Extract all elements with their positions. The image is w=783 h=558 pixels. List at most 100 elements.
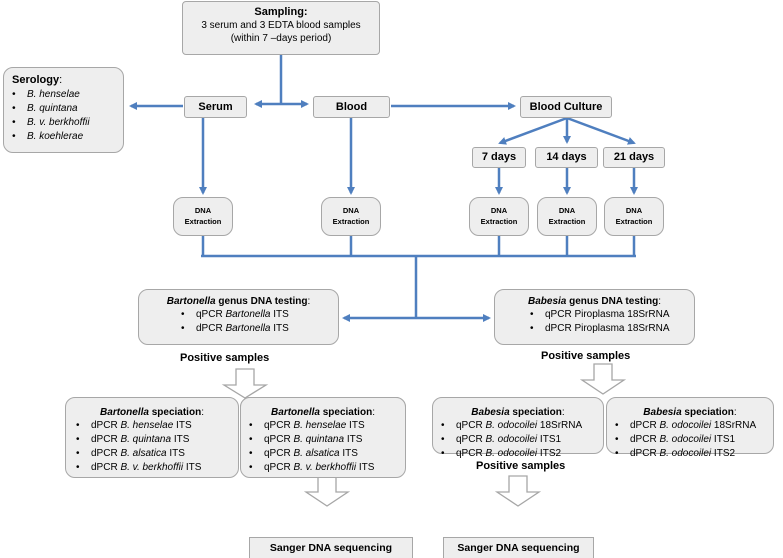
method-label: qPCR <box>456 448 486 459</box>
sanger-sequencing-bartonella: Sanger DNA sequencing <box>249 537 413 558</box>
serum-node: Serum <box>184 96 247 118</box>
positive-samples-babesia: Positive samples <box>541 350 631 362</box>
bartonella-speciation-dpcr-box: Bartonella speciation: dPCR B. henselae … <box>65 397 239 478</box>
bartonella-speciation-colon: : <box>372 407 375 418</box>
serology-item: B. koehlerae <box>10 130 123 144</box>
organism-label: B. odocoilei <box>485 434 538 445</box>
speciation-item: qPCR B. henselae ITS <box>247 419 405 433</box>
serology-title: Serology <box>12 74 60 86</box>
sampling-box: Sampling: 3 serum and 3 EDTA blood sampl… <box>182 1 380 55</box>
dna-label: DNA <box>342 206 360 215</box>
sampling-line2: (within 7 –days period) <box>230 33 332 44</box>
extraction-label: Extraction <box>548 217 586 226</box>
organism-label: B. v. berkhoffii <box>293 462 357 473</box>
method-label: dPCR <box>630 420 660 431</box>
bartonella-speciation-title: speciation <box>148 407 202 418</box>
babesia-speciation-qpcr-box: Babesia speciation: qPCR B. odocoilei 18… <box>432 397 604 461</box>
bartonella-speciation-colon: : <box>201 407 204 418</box>
target-label: 18SrRNA <box>711 420 757 431</box>
babesia-speciation-dpcr-box: Babesia speciation: dPCR B. odocoilei 18… <box>606 397 774 461</box>
target-label: ITS <box>339 448 358 459</box>
bartonella-testing-list: qPCR Bartonella ITS dPCR Bartonella ITS <box>179 308 338 336</box>
method-label: qPCR <box>264 448 294 459</box>
method-label: qPCR <box>264 434 294 445</box>
babesia-speciation-title: speciation <box>509 407 562 418</box>
bartonella-speciation-title: speciation <box>319 407 373 418</box>
target-label: ITS1 <box>537 434 562 445</box>
organism-label: B. alsatica <box>293 448 340 459</box>
organism-label: B. odocoilei <box>485 420 538 431</box>
target-label: ITS <box>270 309 289 320</box>
organism-label: Bartonella <box>225 309 271 320</box>
dna-extraction-14days: DNA Extraction <box>537 197 597 236</box>
target-label: ITS1 <box>711 434 736 445</box>
serology-list: B. henselae B. quintana B. v. berkhoffii… <box>10 88 123 144</box>
organism-label: B. odocoilei <box>659 448 712 459</box>
serology-colon: : <box>59 74 63 86</box>
speciation-item: dPCR B. odocoilei ITS1 <box>613 433 773 447</box>
outline-arrow-bartonella-positive <box>221 368 269 399</box>
blood-culture-node: Blood Culture <box>520 96 612 118</box>
organism-label: B. alsatica <box>120 448 167 459</box>
day21-node: 21 days <box>603 147 665 168</box>
speciation-item: dPCR B. quintana ITS <box>74 433 238 447</box>
bartonella-testing-colon: : <box>307 296 311 307</box>
method-label: qPCR <box>264 420 294 431</box>
serology-box: Serology: B. henselae B. quintana B. v. … <box>3 67 124 153</box>
target-label: ITS <box>173 420 192 431</box>
extraction-label: Extraction <box>332 217 370 226</box>
speciation-item: qPCR B. v. berkhoffii ITS <box>247 461 405 475</box>
babesia-speciation-colon: : <box>733 407 737 418</box>
babesia-testing-item: qPCR Piroplasma 18SrRNA <box>528 308 694 322</box>
day7-node: 7 days <box>472 147 526 168</box>
positive-samples-babesia-speciation: Positive samples <box>476 460 566 472</box>
bartonella-genus-label: Bartonella <box>166 296 216 307</box>
target-label: 18SrRNA <box>537 420 583 431</box>
target-label: ITS <box>183 462 202 473</box>
organism-label: B. odocoilei <box>659 434 712 445</box>
organism-label: B. henselae <box>293 420 347 431</box>
extraction-label: Extraction <box>480 217 518 226</box>
babesia-testing-title: genus DNA testing <box>566 296 659 307</box>
speciation-item: qPCR B. odocoilei ITS1 <box>439 433 603 447</box>
target-label: ITS <box>346 420 365 431</box>
babesia-testing-colon: : <box>658 296 661 307</box>
bartonella-speciation-dpcr-list: dPCR B. henselae ITS dPCR B. quintana IT… <box>74 419 238 475</box>
method-label: dPCR <box>91 448 121 459</box>
babesia-testing-list: qPCR Piroplasma 18SrRNA dPCR Piroplasma … <box>528 308 694 336</box>
organism-label: B. quintana <box>120 434 172 445</box>
extraction-label: Extraction <box>615 217 653 226</box>
babesia-speciation-genus: Babesia <box>471 407 510 418</box>
babesia-speciation-qpcr-list: qPCR B. odocoilei 18SrRNA qPCR B. odocoi… <box>439 419 603 461</box>
sanger-sequencing-babesia: Sanger DNA sequencing <box>443 537 594 558</box>
method-label: qPCR <box>196 309 226 320</box>
organism-label: B. henselae <box>120 420 174 431</box>
speciation-item: dPCR B. v. berkhoffii ITS <box>74 461 238 475</box>
target-label: ITS <box>356 462 375 473</box>
positive-samples-bartonella: Positive samples <box>180 352 270 364</box>
speciation-item: dPCR B. odocoilei ITS2 <box>613 447 773 461</box>
dna-label: DNA <box>625 206 643 215</box>
serology-item: B. quintana <box>10 102 123 116</box>
bartonella-speciation-genus: Bartonella <box>100 407 149 418</box>
arrow-to-21days <box>566 116 636 145</box>
method-label: qPCR <box>456 434 486 445</box>
target-label: ITS <box>171 434 190 445</box>
sampling-line1: 3 serum and 3 EDTA blood samples <box>201 20 361 31</box>
target-label: ITS2 <box>711 448 736 459</box>
method-label: dPCR <box>630 448 660 459</box>
dna-label: DNA <box>558 206 576 215</box>
sampling-title: Sampling <box>254 6 304 18</box>
outline-arrow-babesia-sequencing <box>494 475 542 507</box>
babesia-speciation-title: speciation <box>681 407 734 418</box>
speciation-item: qPCR B. odocoilei ITS2 <box>439 447 603 461</box>
babesia-speciation-dpcr-list: dPCR B. odocoilei 18SrRNA dPCR B. odocoi… <box>613 419 773 461</box>
target-label: ITS <box>166 448 185 459</box>
method-label: qPCR <box>264 462 294 473</box>
organism-label: B. v. berkhoffii <box>120 462 184 473</box>
bartonella-testing-title: genus DNA testing <box>215 296 308 307</box>
babesia-speciation-genus: Babesia <box>643 407 682 418</box>
bartonella-testing-item: qPCR Bartonella ITS <box>179 308 338 322</box>
